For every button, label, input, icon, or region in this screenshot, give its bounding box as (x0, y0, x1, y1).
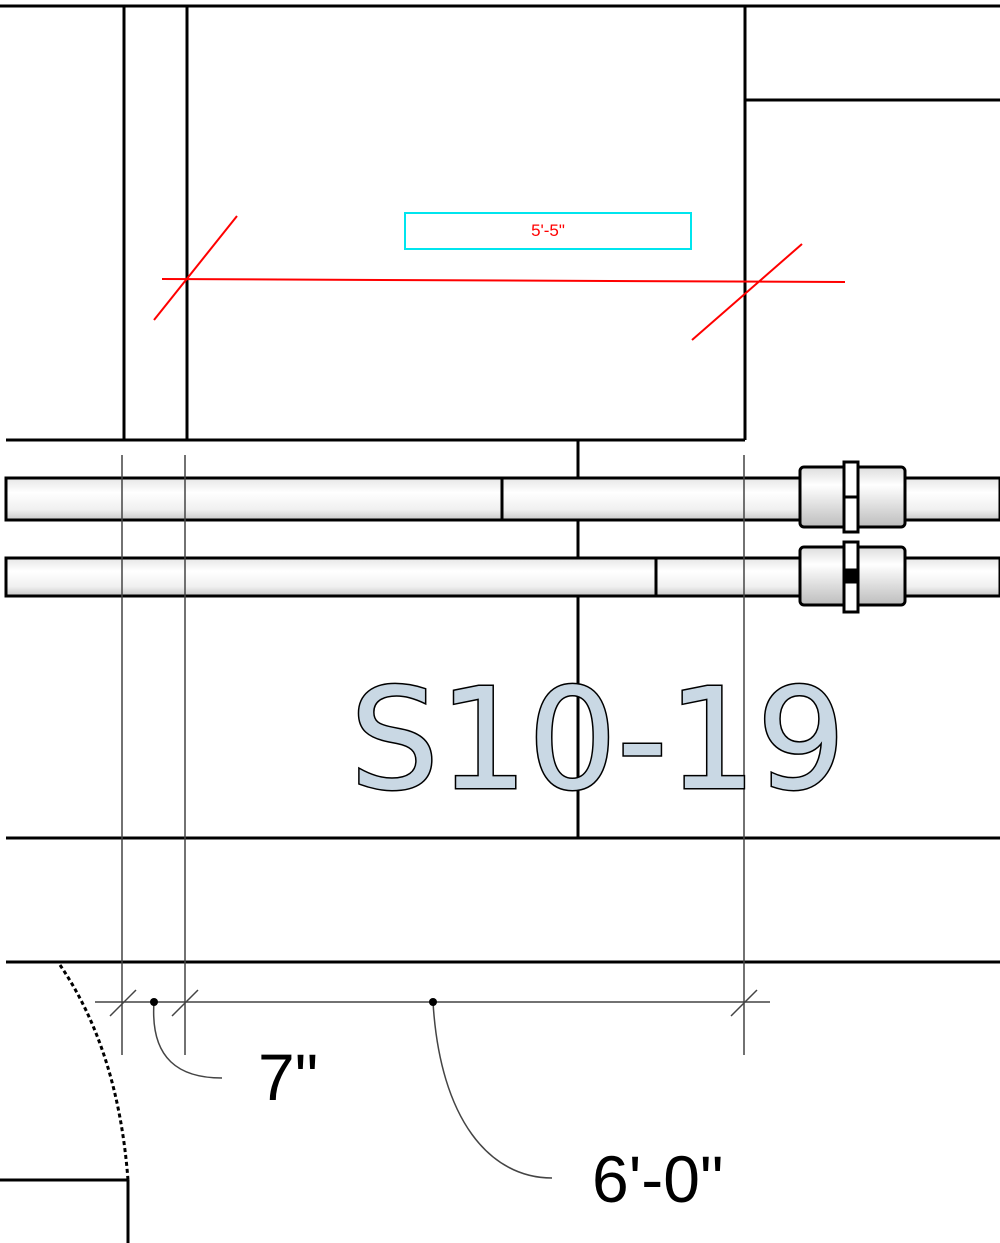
measure-tick-right[interactable] (691, 243, 803, 341)
pipe-coupler-lower (798, 540, 907, 614)
measure-label-box[interactable] (404, 212, 692, 250)
leader-line-left (152, 1001, 223, 1079)
wall-linework (0, 4, 1000, 1243)
measure-label-text: 5'-5" (531, 221, 565, 240)
measure-overlay[interactable]: 5'-5" (153, 212, 846, 341)
dimension-tick-right (730, 989, 758, 1017)
leader-dot-right (429, 998, 437, 1006)
leader-dot-left (150, 998, 158, 1006)
room-tag-label: S10-19 (350, 659, 846, 822)
pipe-coupler-upper (798, 460, 907, 534)
measure-line[interactable] (161, 278, 846, 283)
dimension-text-left: 7" (258, 1040, 318, 1114)
dimension-text-right: 6'-0" (592, 1142, 723, 1216)
door-swing-arc (58, 964, 130, 1181)
measure-tick-left[interactable] (153, 215, 238, 321)
dimension-tick-left (109, 989, 137, 1017)
leader-line-right (432, 1001, 553, 1179)
dimension-tick-middle (171, 989, 199, 1017)
